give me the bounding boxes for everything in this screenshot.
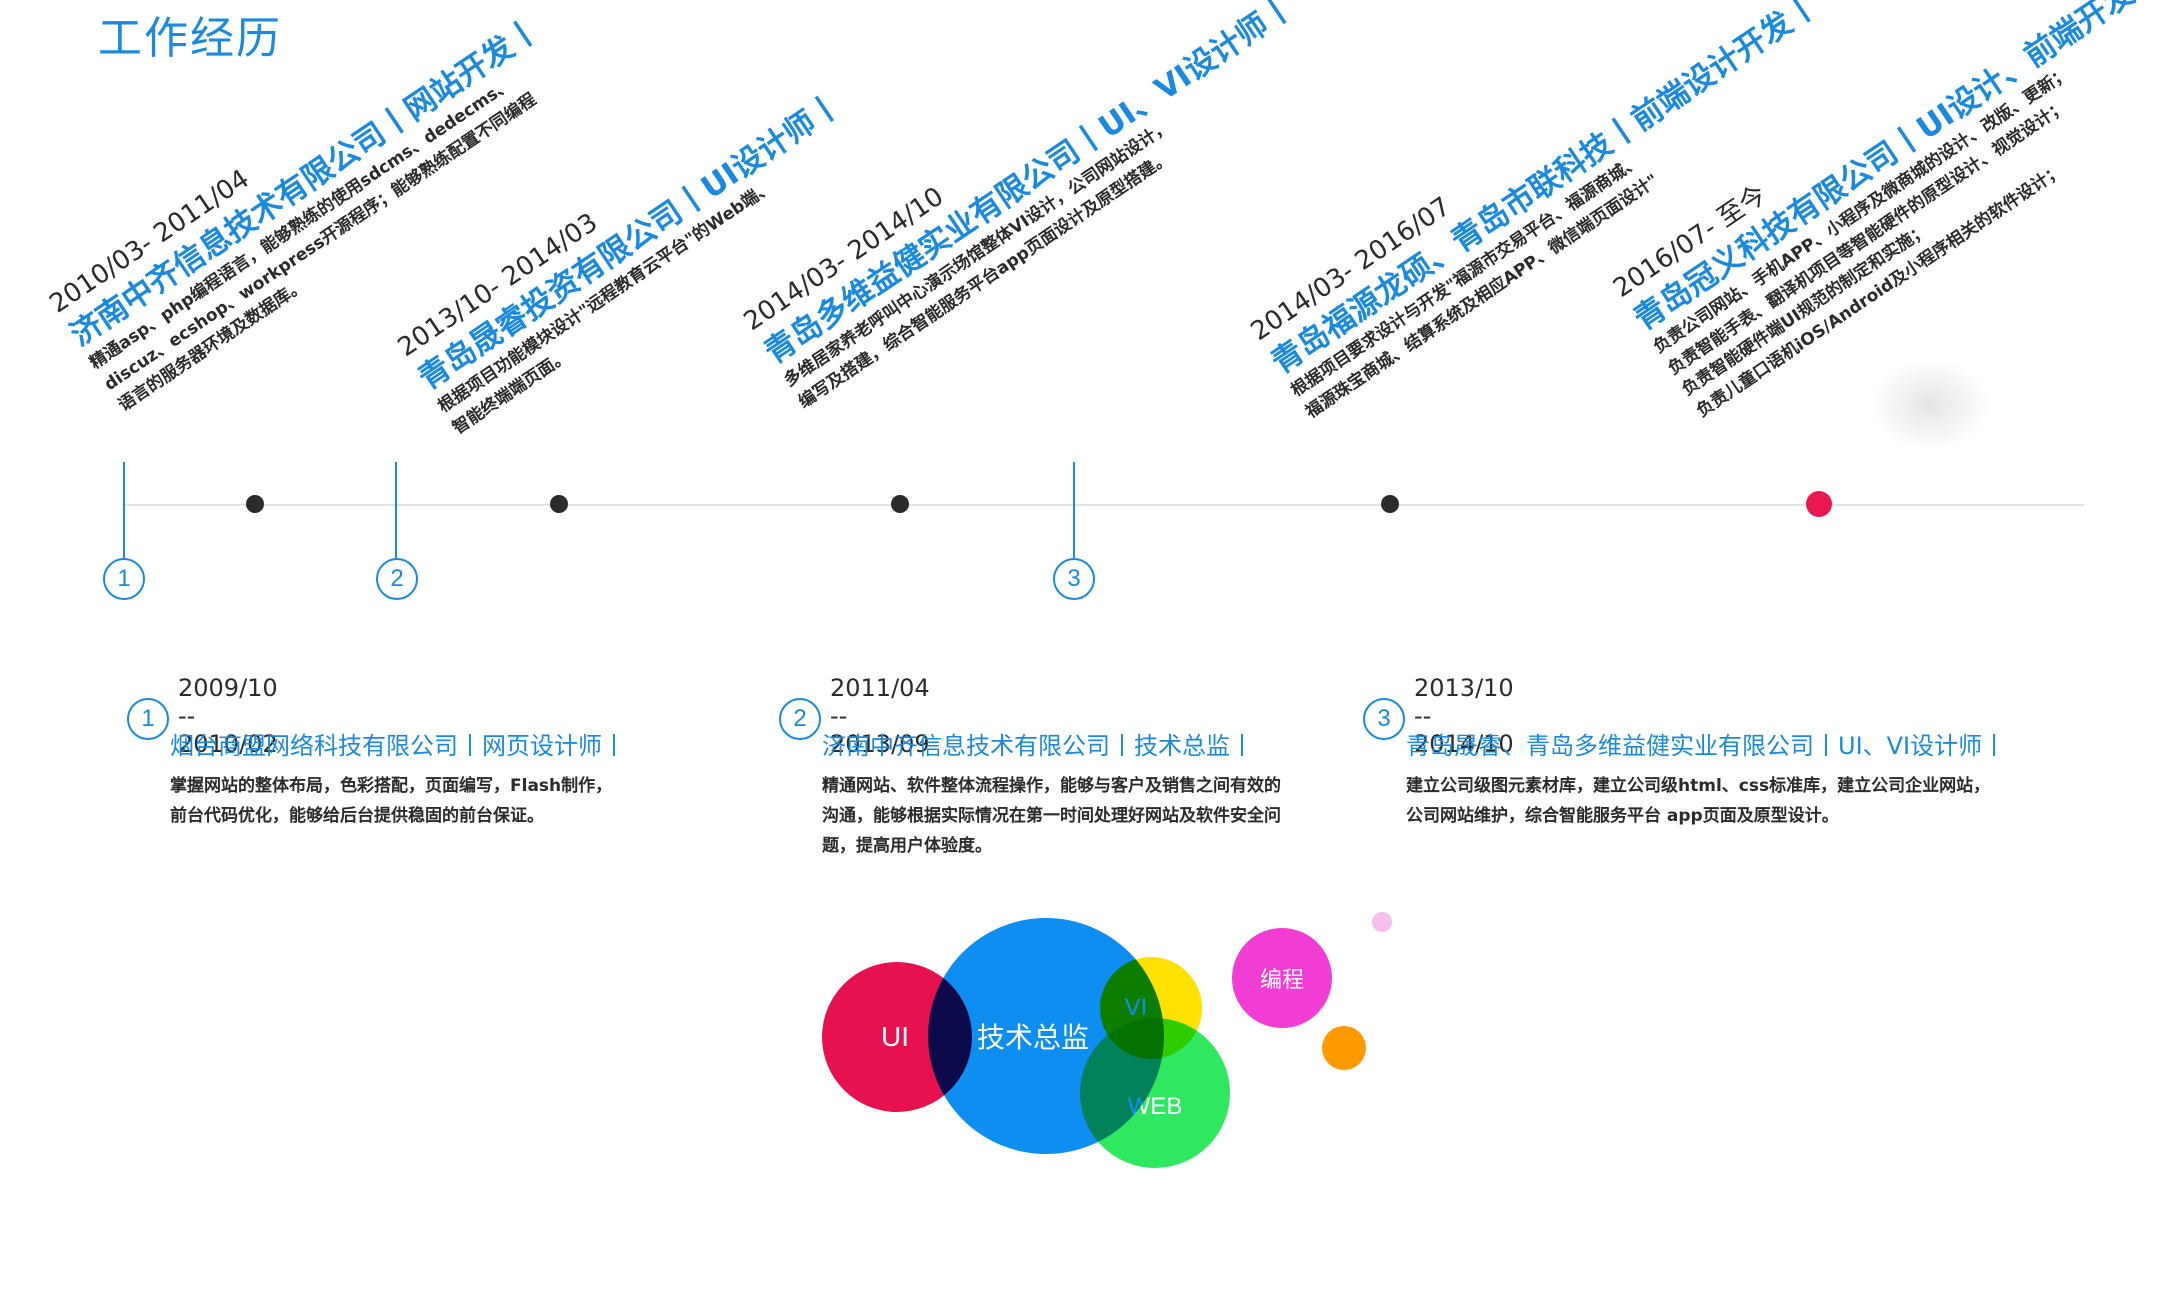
timeline-entry-3: 2014/03- 2014/10 青岛多维益健实业有限公司丨UI、VI设计师丨 … — [738, 0, 1330, 415]
early-description: 精通网站、软件整体流程操作，能够与客户及销售之间有效的 沟通，能够根据实际情况在… — [822, 776, 1281, 856]
early-number: 2 — [779, 698, 821, 740]
timeline-dot-3 — [891, 495, 909, 513]
page-title: 工作经历 — [98, 13, 282, 64]
skill-label-director: 技术总监 — [976, 1022, 1089, 1053]
decorative-dot-pink — [1372, 912, 1392, 932]
early-company: 济南中齐信息技术有限公司丨技术总监丨 — [822, 732, 1254, 760]
timeline-axis — [122, 504, 2084, 506]
skill-bubble-coding: 编程 — [1232, 928, 1332, 1028]
marker-line-1 — [123, 462, 125, 558]
timeline-dot-current — [1806, 491, 1832, 517]
skill-bubble-web: WEB — [1080, 1018, 1230, 1168]
marker-3: 3 — [1053, 558, 1095, 600]
skill-label-coding: 编程 — [1259, 967, 1304, 992]
early-description: 建立公司级图元素材库，建立公司级html、css标准库，建立公司企业网站， 公司… — [1406, 776, 1991, 826]
decorative-shadow — [1870, 360, 1990, 450]
early-date: 2013/10 -- 2014/10 — [1414, 674, 1514, 758]
early-date: 2011/04 -- 2013/09 — [830, 674, 930, 758]
decorative-dot-orange — [1322, 1026, 1366, 1070]
marker-line-3 — [1073, 462, 1075, 558]
early-company: 青岛晟睿、青岛多维益健实业有限公司丨UI、VI设计师丨 — [1406, 732, 2007, 760]
skill-label-vi: VI — [1124, 994, 1148, 1021]
early-number: 1 — [127, 698, 169, 740]
timeline-dot-1 — [246, 495, 264, 513]
timeline-dot-2 — [550, 495, 568, 513]
skill-label-web: WEB — [1127, 1093, 1183, 1120]
marker-2: 2 — [376, 558, 418, 600]
skill-label-ui: UI — [881, 1021, 909, 1052]
timeline-dot-4 — [1381, 495, 1399, 513]
early-description: 掌握网站的整体布局，色彩搭配，页面编写，Flash制作， 前台代码优化，能够给后… — [170, 776, 613, 826]
entry-description: 多维居家养老呼叫中心演示场馆整体VI设计，公司网站设计， 编写及搭建，综合智能服… — [780, 116, 1175, 413]
early-number: 3 — [1363, 698, 1405, 740]
early-date: 2009/10 -- 2010/02 — [178, 674, 278, 758]
marker-line-2 — [395, 462, 397, 558]
early-company: 烟台商盟网络科技有限公司丨网页设计师丨 — [170, 732, 626, 760]
marker-1: 1 — [103, 558, 145, 600]
